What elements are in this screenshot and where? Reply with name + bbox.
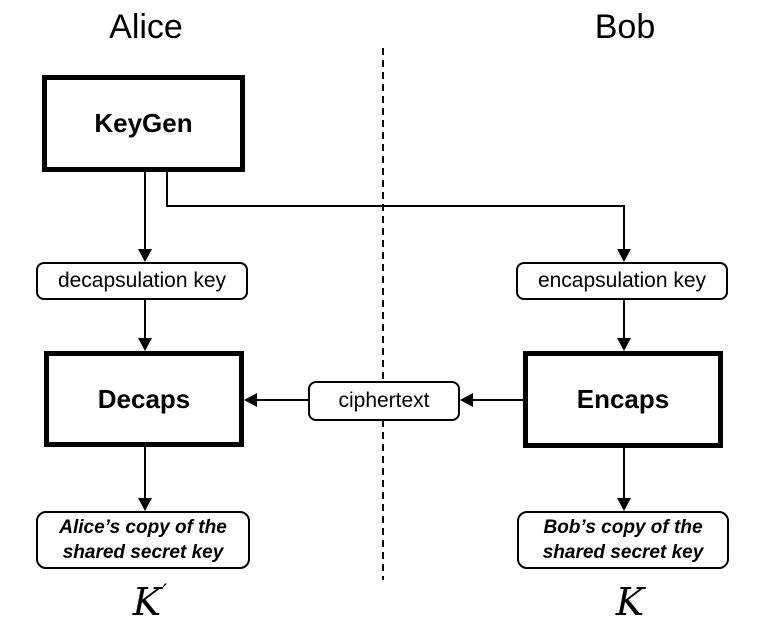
decaps-label: Decaps [97,383,191,414]
alice-secret-line2: shared secret key [62,542,224,563]
k-prime-mark: ′ [162,581,168,606]
arrow-keygen-to-decapsulation-key [138,172,152,262]
encaps-box: Encaps [523,351,723,448]
alice-secret-box: Alice’s copy of the shared secret key [36,511,250,569]
k-prime-base: K [132,580,162,624]
decaps-box: Decaps [44,351,244,447]
party-title-bob: Bob [594,8,656,46]
k-prime-output-label: K′ [85,580,215,631]
decapsulation-key-label: decapsulation key [57,269,227,292]
encaps-label: Encaps [576,384,670,414]
decapsulation-key-box: decapsulation key [36,262,248,300]
arrow-decapsulation-key-to-decaps [138,300,152,351]
keygen-label: KeyGen [94,108,193,138]
keygen-box: KeyGen [42,75,245,172]
arrow-encapsulation-key-to-encaps [617,300,631,351]
bob-secret-line1: Bob’s copy of the [543,517,703,538]
alice-secret-line1: Alice’s copy of the [59,517,227,538]
arrow-ciphertext-to-decaps [244,393,308,407]
bob-secret-box: Bob’s copy of the shared secret key [517,511,729,569]
encapsulation-key-label: encapsulation key [537,269,707,292]
k-output-label: K [565,580,695,624]
arrow-decaps-to-alice-secret [138,447,152,511]
party-title-alice: Alice [109,8,183,46]
ciphertext-label: ciphertext [338,389,430,412]
bob-secret-line2: shared secret key [542,542,704,563]
arrow-keygen-to-encapsulation-key [166,172,631,262]
encapsulation-key-box: encapsulation key [516,262,728,300]
arrow-encaps-to-ciphertext [460,393,523,407]
arrow-encaps-to-bob-secret [617,448,631,511]
k-base: K [615,580,645,624]
ciphertext-box: ciphertext [308,381,460,421]
